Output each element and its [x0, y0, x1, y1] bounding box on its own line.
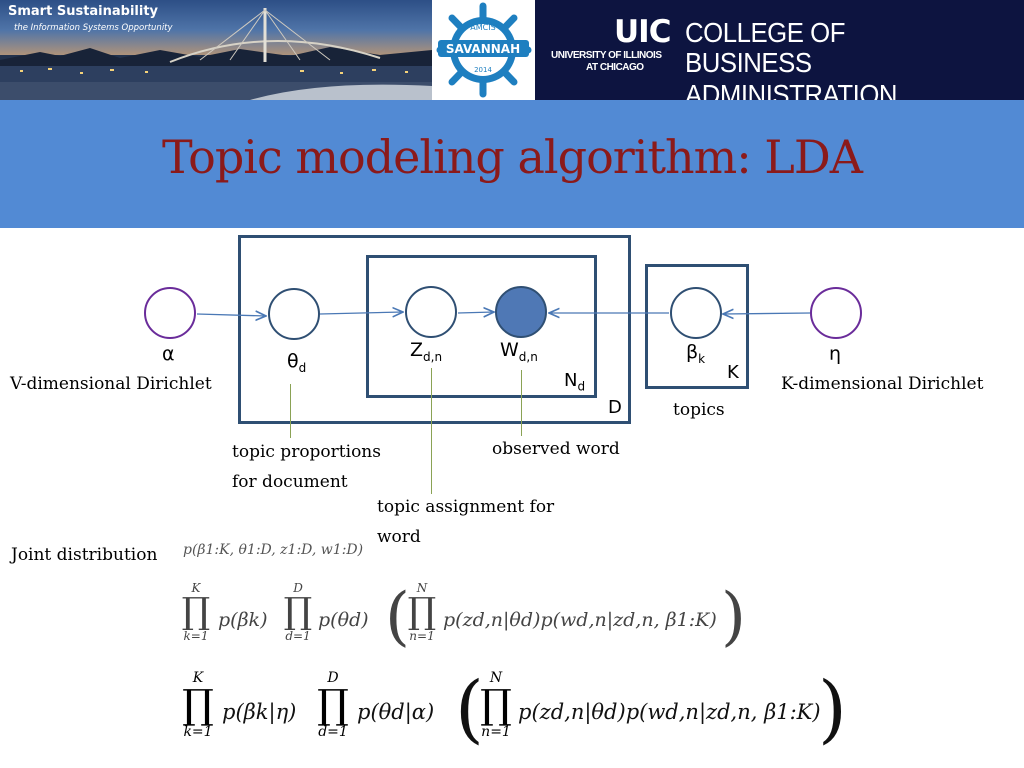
factor-theta: p(θd)	[318, 609, 369, 631]
w-node	[495, 286, 547, 338]
factor-beta-eta: p(βk|η)	[222, 700, 297, 724]
beta-node	[670, 287, 722, 339]
theta-description-line2: for document	[232, 472, 348, 492]
factor-z-w-2: p(zd,n|θd)p(wd,n|zd,n, β1:K)	[518, 700, 821, 724]
product-k-2: K ∏ k=1	[182, 670, 214, 740]
product-k-1: K ∏ k=1	[181, 581, 211, 643]
product-d-2: D ∏ d=1	[317, 670, 349, 740]
slide-title: Topic modeling algorithm: LDA	[162, 130, 863, 184]
z-description-line2: word	[377, 527, 421, 547]
eta-symbol: η	[829, 343, 842, 365]
alpha-symbol: α	[162, 343, 175, 365]
amcis-savannah-logo: AMCIS SAVANNAH 2014	[432, 0, 535, 100]
w-leader-line	[521, 370, 522, 436]
beta-symbol: βk	[686, 341, 706, 366]
w-description: observed word	[492, 439, 620, 459]
eta-description: K-dimensional Dirichlet	[781, 374, 984, 394]
uic-college-line: COLLEGE OF	[685, 17, 846, 48]
close-paren-2: )	[818, 666, 847, 752]
z-description-line1: topic assignment for	[377, 497, 555, 517]
topics-label: topics	[673, 400, 725, 420]
svg-text:2014: 2014	[474, 66, 492, 74]
alpha-description: V-dimensional Dirichlet	[10, 374, 212, 394]
product-n-2: N ∏ n=1	[480, 670, 512, 740]
svg-text:AMCIS: AMCIS	[470, 23, 495, 32]
word-plate	[366, 255, 597, 398]
uic-college-logo	[535, 0, 1024, 100]
svg-text:SAVANNAH: SAVANNAH	[446, 42, 520, 56]
title-band: Topic modeling algorithm: LDA	[0, 100, 1024, 228]
uic-wordmark: UIC	[614, 14, 671, 50]
city-skyline-image	[0, 8, 432, 100]
z-node	[405, 286, 457, 338]
uic-university-line: UNIVERSITY OF ILLINOIS	[551, 50, 662, 61]
open-paren: (	[385, 580, 410, 654]
close-paren: )	[721, 580, 746, 654]
joint-distribution-label: Joint distribution	[11, 545, 158, 565]
brand-subtitle: the Information Systems Opportunity	[14, 23, 173, 33]
factor-beta: p(βk)	[218, 609, 268, 631]
eta-node	[810, 287, 862, 339]
header-banner: Smart Sustainability the Information Sys…	[0, 0, 1024, 110]
joint-distribution-lhs: p(β1:K, θ1:D, z1:D, w1:D)	[183, 542, 364, 558]
brand-title: Smart Sustainability	[8, 4, 159, 19]
open-paren-2: (	[455, 666, 484, 752]
topic-plate-label: K	[727, 362, 739, 383]
product-d-1: D ∏ d=1	[283, 581, 313, 643]
alpha-node	[144, 287, 196, 339]
w-symbol: Wd,n	[500, 339, 538, 364]
ship-wheel-icon: AMCIS SAVANNAH 2014	[436, 2, 532, 98]
uic-campus-line: AT CHICAGO	[586, 62, 644, 73]
product-n-1: N ∏ n=1	[407, 581, 437, 643]
theta-symbol: θd	[287, 350, 307, 375]
z-leader-line	[431, 368, 432, 494]
theta-description-line1: topic proportions	[232, 442, 381, 462]
savannah-bridge-photo: Smart Sustainability the Information Sys…	[0, 0, 432, 100]
factor-theta-alpha: p(θd|α)	[357, 700, 435, 724]
theta-node	[268, 288, 320, 340]
word-plate-label: Nd	[564, 370, 586, 394]
z-symbol: Zd,n	[410, 339, 443, 364]
topic-plate	[645, 264, 749, 389]
factor-z-w: p(zd,n|θd)p(wd,n|zd,n, β1:K)	[443, 609, 717, 631]
theta-leader-line	[290, 384, 291, 438]
document-plate	[238, 235, 631, 424]
document-plate-label: D	[608, 397, 622, 418]
